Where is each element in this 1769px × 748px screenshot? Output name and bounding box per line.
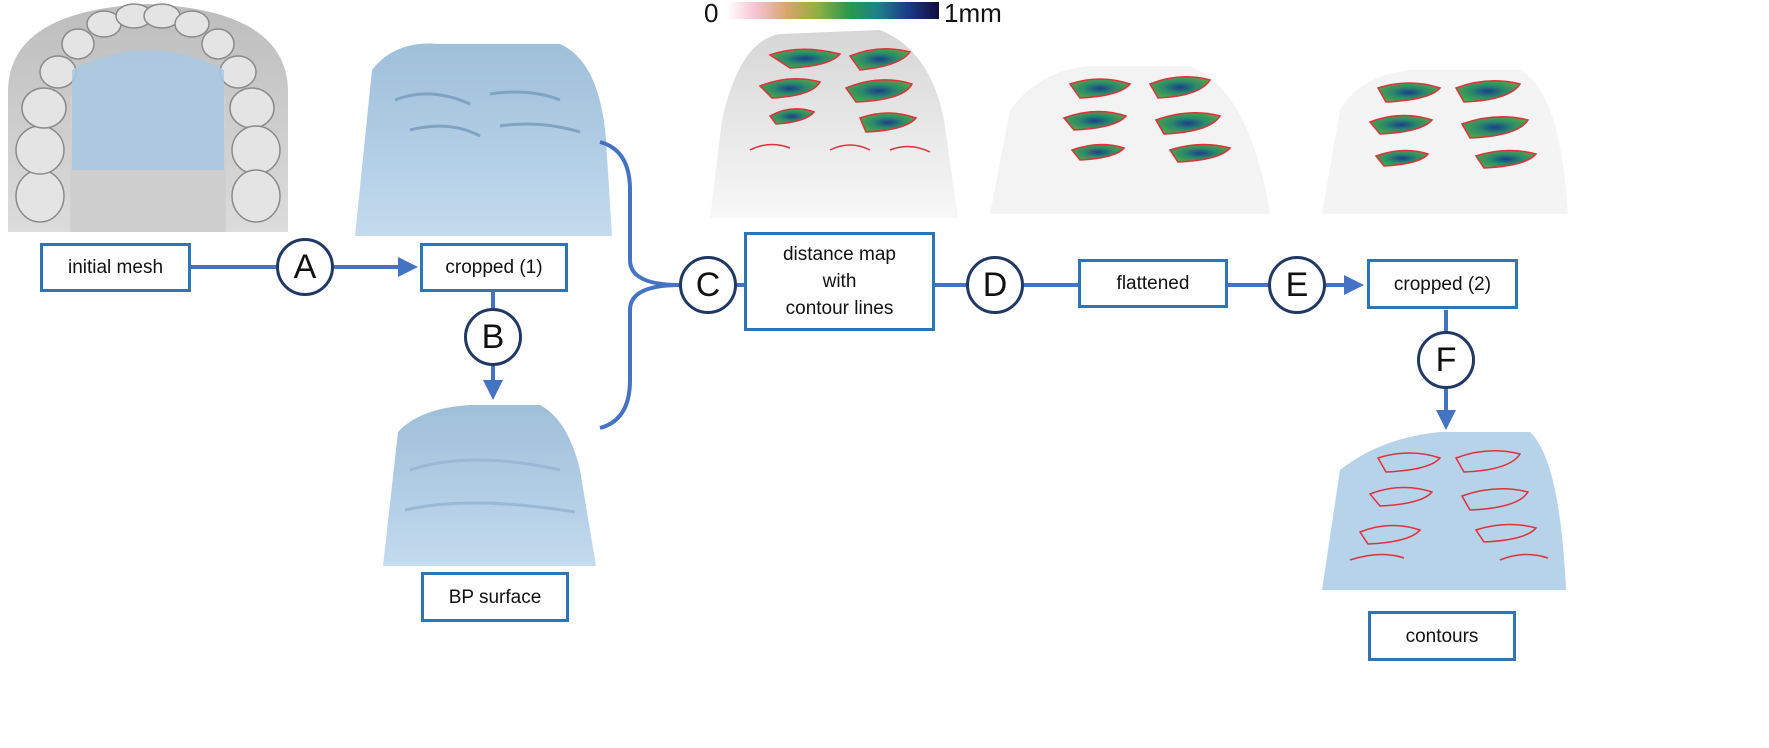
flattened-image [990, 66, 1270, 214]
bp-surface-image [383, 405, 596, 566]
step-e-node: E [1268, 256, 1326, 314]
step-a-node: A [276, 238, 334, 296]
colorbar-gradient [727, 2, 939, 19]
contours-box: contours [1368, 611, 1516, 661]
bp-surface-box: BP surface [421, 572, 569, 622]
connectors [190, 140, 1456, 430]
distance-map-box: distance map with contour lines [744, 232, 935, 331]
cropped-2-image [1322, 70, 1568, 214]
distance-map-image [710, 30, 958, 218]
step-c-node: C [679, 256, 737, 314]
step-d-node: D [966, 256, 1024, 314]
initial-mesh-image [8, 3, 288, 232]
cropped-1-box: cropped (1) [420, 243, 568, 292]
cropped-1-image [355, 43, 612, 236]
colorbar-max-label: 1mm [944, 0, 1002, 28]
cropped-2-box: cropped (2) [1367, 259, 1518, 309]
step-f-node: F [1417, 331, 1475, 389]
initial-mesh-box: initial mesh [40, 243, 191, 292]
colorbar-min-label: 0 [704, 0, 719, 28]
contours-image [1322, 432, 1566, 590]
flattened-box: flattened [1078, 259, 1228, 308]
step-b-node: B [464, 308, 522, 366]
